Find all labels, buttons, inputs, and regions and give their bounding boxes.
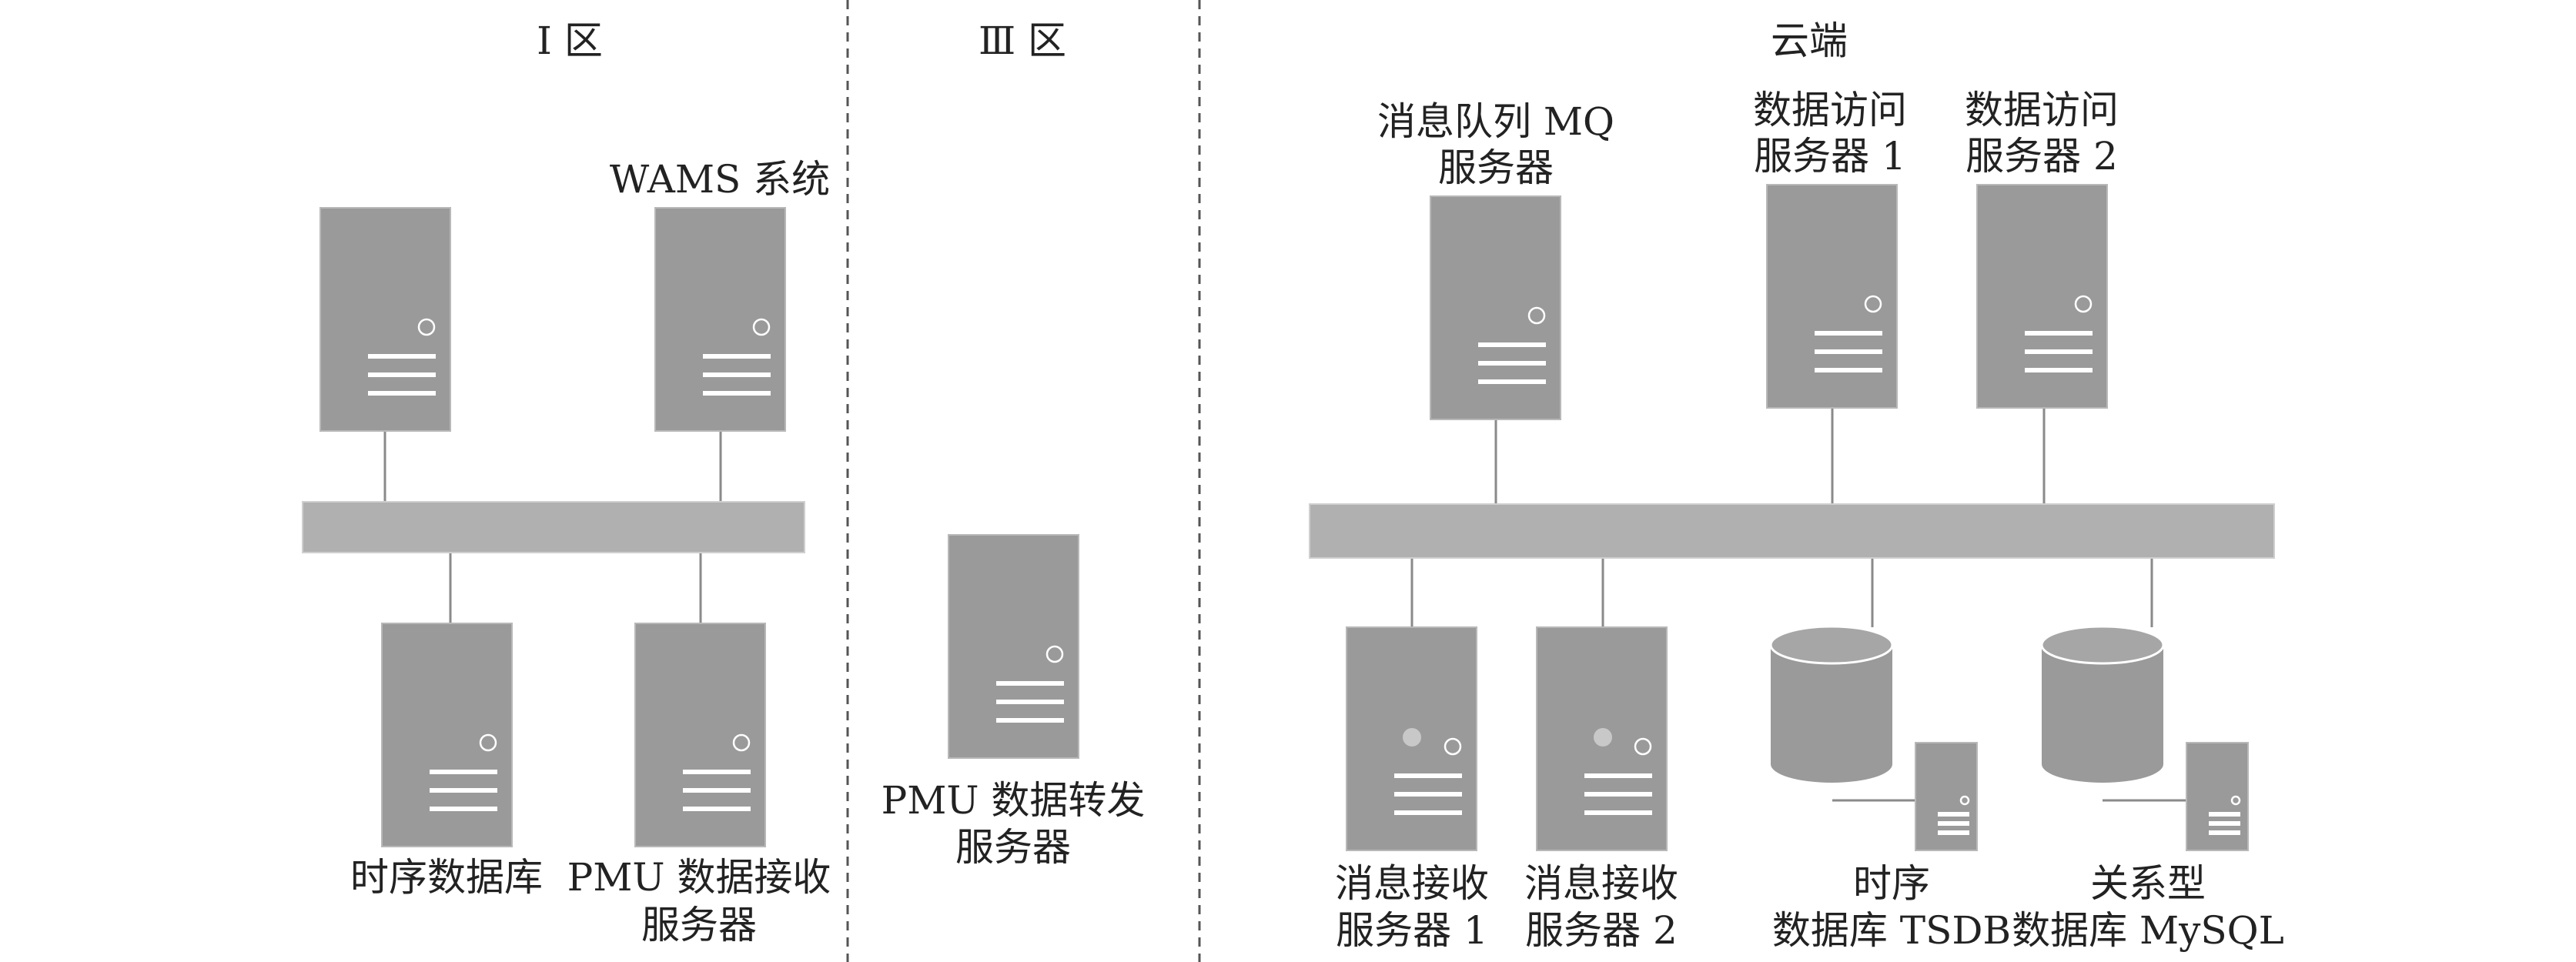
msgrecv1-label-line2: 服务器 1: [1336, 908, 1488, 953]
pmu-receiver-label-line2: 服务器: [641, 903, 757, 947]
msgrecv1-label-line1: 消息接收: [1335, 861, 1489, 906]
database-cylinder-icon-mysql: [2040, 625, 2165, 783]
server-icon-pmu-receiver: [634, 623, 766, 847]
server-icon-mq: [1430, 195, 1561, 420]
server-icon-access1: [1766, 184, 1898, 409]
server-icon-tsdb-small: [1915, 742, 1978, 851]
msgrecv2-label-line1: 消息接收: [1524, 861, 1678, 906]
server-icon-mysql-small: [2186, 742, 2249, 851]
access2-label-line1: 数据访问: [1965, 88, 2119, 132]
pmu-forwarder-label-line2: 服务器: [955, 825, 1071, 870]
network-bus-cloud: [1309, 503, 2275, 559]
zone-title-cloud: 云端: [1771, 18, 1848, 63]
access1-label-line1: 数据访问: [1753, 88, 1907, 132]
server-icon-tsdb-zone1: [381, 623, 513, 847]
tsdb-cloud-label-line2: 数据库 TSDB: [1772, 908, 2011, 953]
server-icon-wams: [654, 207, 786, 432]
mysql-label-line1: 关系型: [2090, 861, 2206, 906]
server-icon-msgrecv2: [1536, 626, 1668, 851]
server-icon-access2: [1976, 184, 2108, 409]
access1-label-line2: 服务器 1: [1754, 134, 1906, 179]
access2-label-line2: 服务器 2: [1965, 134, 2118, 179]
msgrecv2-label-line2: 服务器 2: [1525, 908, 1678, 953]
mq-label-line2: 服务器: [1438, 145, 1554, 190]
network-bus-zone1: [302, 501, 805, 553]
zone-title-1: Ⅰ 区: [537, 18, 603, 63]
zone-title-3: Ⅲ 区: [979, 18, 1066, 63]
server-icon-msgrecv1: [1346, 626, 1477, 851]
server-icon-zone1-top-left: [319, 207, 451, 432]
tsdb-cloud-label-line1: 时序: [1853, 861, 1930, 906]
tsdb-zone1-label: 时序数据库: [350, 855, 543, 900]
pmu-forwarder-label-line1: PMU 数据转发: [882, 778, 1146, 823]
mq-label-line1: 消息队列 MQ: [1377, 99, 1614, 144]
pmu-receiver-label-line1: PMU 数据接收: [567, 855, 831, 900]
database-cylinder-icon-tsdb: [1769, 625, 1894, 783]
wams-label: WAMS 系统: [610, 157, 830, 202]
server-icon-pmu-forwarder: [948, 534, 1079, 759]
mysql-label-line2: 数据库 MySQL: [2012, 908, 2284, 953]
